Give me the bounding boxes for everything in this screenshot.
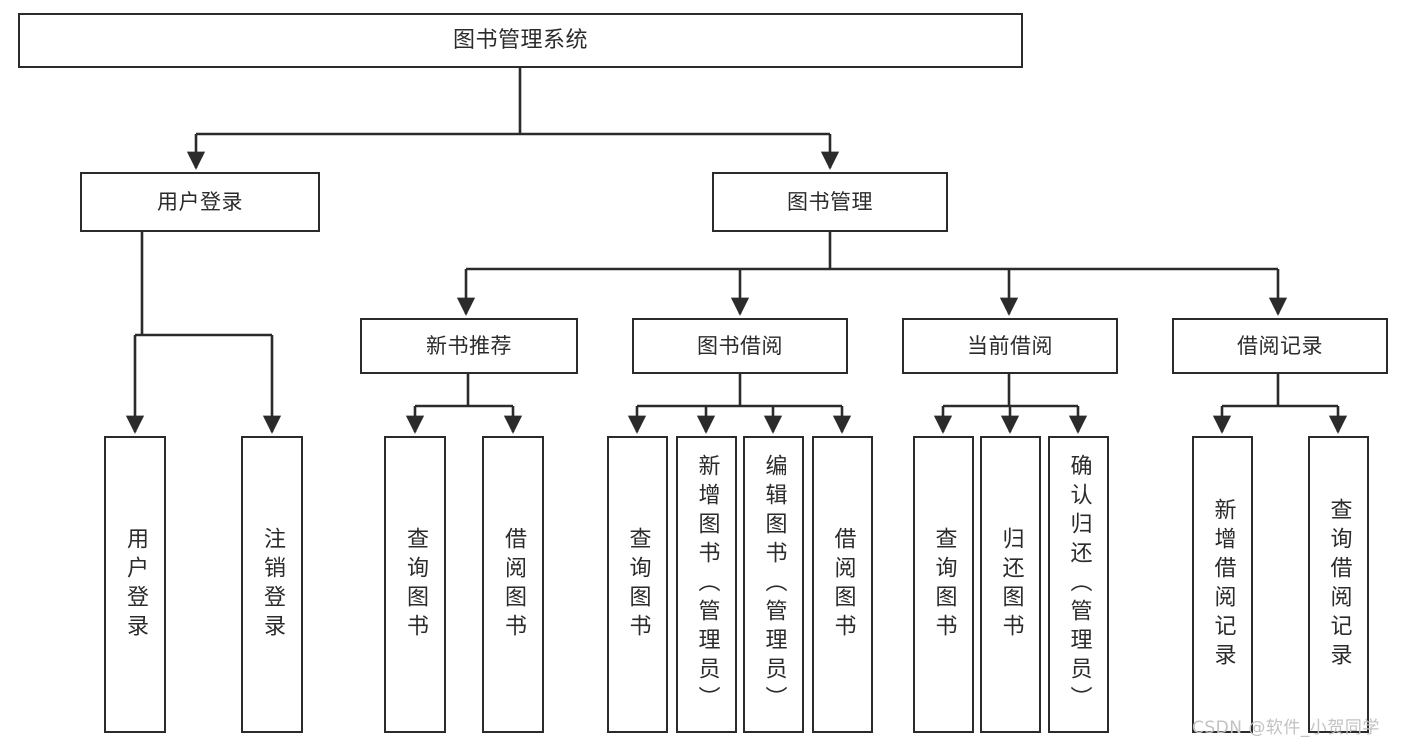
node-label: 用户登录 <box>157 189 243 214</box>
leaf-borrow-record-add-record[interactable]: 新增借阅记录 <box>1192 436 1253 733</box>
node-book-borrow[interactable]: 图书借阅 <box>632 318 848 374</box>
csdn-watermark: CSDN @软件_小贺同学 <box>1192 718 1380 738</box>
node-label: 编辑图书（管理员） <box>761 454 787 715</box>
node-label: 用户登录 <box>123 526 148 643</box>
leaf-current-borrow-confirm-return-admin[interactable]: 确认归还（管理员） <box>1048 436 1109 733</box>
node-borrow-record[interactable]: 借阅记录 <box>1172 318 1388 374</box>
node-label: 新增借阅记录 <box>1210 497 1236 672</box>
leaf-borrow-record-query-record[interactable]: 查询借阅记录 <box>1308 436 1369 733</box>
leaf-current-borrow-query-book[interactable]: 查询图书 <box>913 436 974 733</box>
node-label: 新增图书（管理员） <box>694 454 720 715</box>
node-current-borrow[interactable]: 当前借阅 <box>902 318 1118 374</box>
node-label: 新书推荐 <box>426 333 512 358</box>
leaf-user-login-logout[interactable]: 注销登录 <box>241 436 303 733</box>
node-label: 借阅记录 <box>1237 333 1323 358</box>
node-label: 图书管理系统 <box>452 27 588 53</box>
node-label: 确认归还（管理员） <box>1066 454 1092 715</box>
node-label: 借阅图书 <box>830 526 856 643</box>
leaf-user-login-login[interactable]: 用户登录 <box>104 436 166 733</box>
node-label: 查询图书 <box>403 526 428 643</box>
node-user-login[interactable]: 用户登录 <box>80 172 320 232</box>
node-label: 归还图书 <box>998 526 1024 643</box>
node-label: 注销登录 <box>260 526 285 643</box>
node-label: 查询借阅记录 <box>1326 497 1352 672</box>
node-label: 借阅图书 <box>501 526 526 643</box>
leaf-book-borrow-edit-book-admin[interactable]: 编辑图书（管理员） <box>743 436 804 733</box>
leaf-new-book-borrow-book[interactable]: 借阅图书 <box>482 436 544 733</box>
leaf-book-borrow-query-book[interactable]: 查询图书 <box>607 436 668 733</box>
node-label: 当前借阅 <box>967 333 1053 358</box>
node-label: 图书管理 <box>787 189 873 214</box>
node-label: 查询图书 <box>931 526 957 643</box>
node-new-book-recommend[interactable]: 新书推荐 <box>360 318 578 374</box>
node-label: 图书借阅 <box>697 333 783 358</box>
node-label: 查询图书 <box>625 526 651 643</box>
node-root-system[interactable]: 图书管理系统 <box>18 13 1023 68</box>
leaf-new-book-query-book[interactable]: 查询图书 <box>384 436 446 733</box>
leaf-current-borrow-return-book[interactable]: 归还图书 <box>980 436 1041 733</box>
leaf-book-borrow-add-book-admin[interactable]: 新增图书（管理员） <box>676 436 737 733</box>
leaf-book-borrow-borrow-book[interactable]: 借阅图书 <box>812 436 873 733</box>
node-book-management[interactable]: 图书管理 <box>712 172 948 232</box>
